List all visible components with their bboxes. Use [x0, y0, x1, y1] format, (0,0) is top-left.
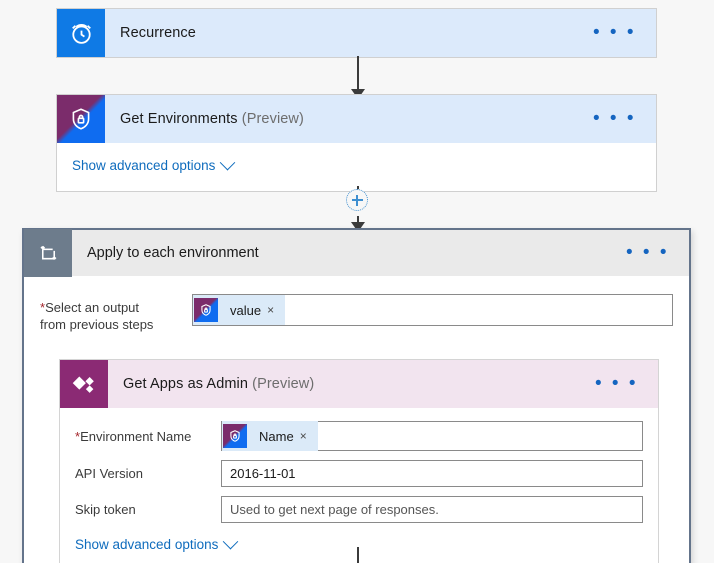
token-remove-icon[interactable]: ×	[267, 303, 275, 317]
shield-lock-token-icon	[194, 298, 218, 322]
powerapps-diamond-icon	[60, 360, 108, 408]
required-asterisk: *	[75, 428, 81, 444]
select-output-input[interactable]: value ×	[192, 294, 673, 326]
step-header-get-environments[interactable]: Get Environments (Preview) • • •	[57, 95, 656, 143]
token-label: Name	[259, 428, 294, 444]
step-title-text: Recurrence	[120, 25, 196, 41]
chevron-down-icon	[220, 154, 236, 171]
foreach-body: *Select an output from previous steps va…	[24, 276, 689, 347]
foreach-header[interactable]: Apply to each environment • • •	[24, 229, 689, 277]
show-advanced-options-label: Show advanced options	[72, 158, 216, 173]
select-output-label: *Select an output from previous steps	[40, 294, 192, 333]
field-row-skip-token: Skip token Used to get next page of resp…	[75, 496, 643, 523]
foreach-title: Apply to each environment	[72, 245, 616, 261]
overflow-menu-icon-get-environments[interactable]: • • •	[592, 108, 636, 129]
step-card-recurrence[interactable]: Recurrence • • •	[56, 8, 657, 58]
step-title-get-apps-as-admin: Get Apps as Admin (Preview)	[108, 376, 585, 392]
step-header-get-apps-as-admin[interactable]: Get Apps as Admin (Preview) • • •	[60, 360, 658, 408]
api-version-value: 2016-11-01	[230, 466, 296, 481]
field-label-text: Skip token	[75, 502, 136, 517]
step-title-get-environments: Get Environments (Preview)	[105, 111, 583, 127]
step-body-get-apps-as-admin: *Environment Name Name	[60, 408, 658, 563]
skip-token-placeholder: Used to get next page of responses.	[230, 502, 439, 517]
step-card-get-apps-as-admin[interactable]: Get Apps as Admin (Preview) • • • *Envir…	[59, 359, 659, 563]
show-advanced-options-link-get-apps-as-admin[interactable]: Show advanced options	[75, 533, 239, 552]
select-output-label-line2: from previous steps	[40, 317, 154, 332]
field-row-environment-name: *Environment Name Name	[75, 421, 643, 451]
shield-lock-token-icon	[223, 424, 247, 448]
loop-repeat-icon	[24, 229, 72, 277]
step-body-get-environments: Show advanced options	[57, 143, 656, 191]
required-asterisk: *	[40, 300, 46, 315]
token-remove-icon[interactable]: ×	[299, 429, 307, 443]
insert-new-step-button[interactable]	[346, 189, 368, 211]
step-title-text: Get Apps as Admin	[123, 376, 249, 392]
step-title-text: Get Environments	[120, 111, 238, 127]
alarm-clock-icon	[57, 9, 105, 57]
shield-lock-icon	[57, 95, 105, 143]
step-title-recurrence: Recurrence	[105, 25, 583, 41]
token-chip-value[interactable]: value ×	[193, 295, 286, 325]
field-label-text: API Version	[75, 466, 143, 481]
foreach-scope-apply-to-each-environment[interactable]: Apply to each environment • • • *Select …	[22, 228, 691, 563]
show-advanced-options-label: Show advanced options	[75, 537, 219, 552]
chevron-down-icon	[223, 533, 239, 550]
select-output-row: *Select an output from previous steps va…	[40, 288, 673, 347]
environment-name-input[interactable]: Name ×	[221, 421, 643, 451]
field-label-text: Environment Name	[80, 428, 192, 444]
show-advanced-options-link-get-environments[interactable]: Show advanced options	[72, 154, 236, 173]
overflow-menu-icon-get-apps-as-admin[interactable]: • • •	[594, 373, 638, 394]
overflow-menu-icon-recurrence[interactable]: • • •	[592, 22, 636, 43]
field-label-api-version: API Version	[75, 466, 221, 481]
token-chip-name[interactable]: Name ×	[222, 421, 318, 451]
step-header-recurrence[interactable]: Recurrence • • •	[57, 9, 656, 57]
api-version-input[interactable]: 2016-11-01	[221, 460, 643, 487]
field-row-api-version: API Version 2016-11-01	[75, 460, 643, 487]
skip-token-input[interactable]: Used to get next page of responses.	[221, 496, 643, 523]
field-label-environment-name: *Environment Name	[75, 429, 221, 444]
foreach-title-text: Apply to each environment	[87, 245, 259, 261]
overflow-menu-icon-foreach[interactable]: • • •	[625, 242, 669, 263]
connector-below-get-apps-as-admin	[357, 547, 359, 563]
step-card-get-environments[interactable]: Get Environments (Preview) • • • Show ad…	[56, 94, 657, 192]
field-label-skip-token: Skip token	[75, 502, 221, 517]
preview-badge: (Preview)	[241, 111, 304, 127]
preview-badge: (Preview)	[252, 376, 315, 392]
select-output-label-line1: Select an output	[45, 300, 140, 315]
token-label: value	[230, 302, 262, 318]
